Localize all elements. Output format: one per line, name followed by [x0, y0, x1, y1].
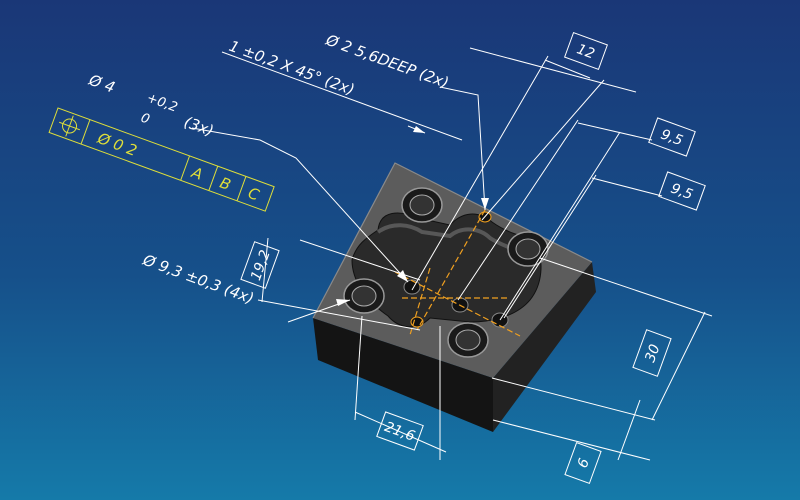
- basic-dim-9-5-b[interactable]: 9,5: [658, 171, 706, 211]
- hole-dia-main: Ø 4: [86, 71, 118, 97]
- cbore-hole-4: [447, 322, 489, 358]
- dim-9-5-a-text: 9,5: [658, 127, 684, 150]
- fcf-datum-a: A: [188, 163, 205, 184]
- fcf-datum-c: C: [246, 184, 262, 205]
- part-front-left-face: [313, 318, 493, 432]
- dim-12-text: 12: [575, 41, 597, 62]
- fcf-tolerance: Ø 0 2: [94, 129, 139, 160]
- cbore-hole-1: [401, 187, 443, 223]
- hole-tol-upper: +0,2: [145, 91, 180, 116]
- basic-dim-19-2[interactable]: 19,2: [240, 241, 280, 289]
- part-top-edge: [312, 162, 593, 319]
- dim-19-2-text: 19,2: [248, 248, 274, 283]
- basic-dim-9-5-a[interactable]: 9,5: [648, 117, 696, 157]
- hole-tol-lower: 0: [139, 111, 152, 128]
- basic-dim-6[interactable]: 6: [564, 441, 602, 485]
- part-block[interactable]: [312, 162, 596, 432]
- dim-30-text: 30: [642, 342, 663, 364]
- part-right-face: [493, 262, 596, 432]
- cbore-hole-3: [343, 278, 385, 314]
- dimension-lines: [191, 47, 713, 461]
- basic-dim-21-6[interactable]: 21,6: [376, 411, 424, 451]
- cbore-dia-note: Ø 9,3 ±0,3 (4x): [140, 251, 257, 308]
- cbore-hole-2: [507, 231, 549, 267]
- fcf-datum-b: B: [217, 174, 233, 194]
- dim-21-6-text: 21,6: [382, 419, 417, 445]
- basic-dim-30[interactable]: 30: [632, 329, 672, 377]
- dim-9-5-b-text: 9,5: [668, 181, 694, 204]
- feature-control-frame[interactable]: Ø 0 2 A B C: [48, 107, 275, 212]
- hole-count: (3x): [182, 113, 216, 140]
- basic-dim-12[interactable]: 12: [563, 31, 609, 71]
- position-icon: [59, 115, 81, 137]
- dim-6-text: 6: [575, 456, 593, 470]
